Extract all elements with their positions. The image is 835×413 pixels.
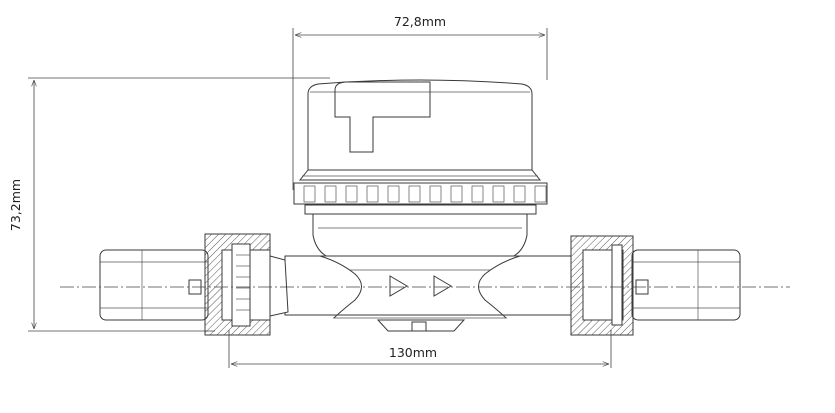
ring-rib <box>366 185 379 203</box>
ring-rib <box>471 185 484 203</box>
ring-rib <box>492 185 505 203</box>
register-cap <box>293 79 548 259</box>
ring-rib <box>513 185 526 203</box>
width-label: 72,8mm <box>394 14 446 29</box>
ring-rib <box>429 185 442 203</box>
ring-rib <box>324 185 337 203</box>
meter-body <box>284 255 572 332</box>
flow-arrow-icon <box>389 275 408 297</box>
height-label: 73,2mm <box>8 179 23 231</box>
left-connector <box>99 233 289 336</box>
ring-rib <box>345 185 358 203</box>
length-label: 130mm <box>389 345 437 360</box>
right-connector <box>570 235 741 336</box>
height-dimension: 73,2mm <box>8 77 330 332</box>
width-dimension: 72,8mm <box>292 14 548 190</box>
ring-rib <box>387 185 400 203</box>
flow-arrow-icon <box>433 275 452 297</box>
length-dimension: 130mm <box>228 330 612 368</box>
ring-rib <box>408 185 421 203</box>
ring-rib <box>450 185 463 203</box>
ring-rib <box>303 185 316 203</box>
ring-rib <box>534 185 547 203</box>
t-shaped-cover-mark <box>334 81 431 153</box>
